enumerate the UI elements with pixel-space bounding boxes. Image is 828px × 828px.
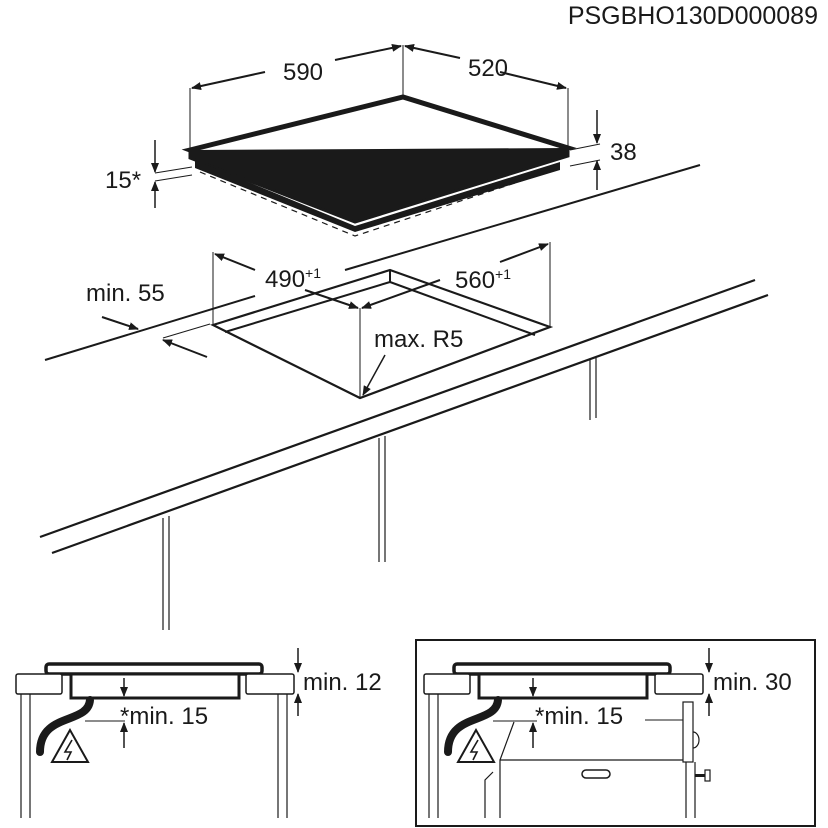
section-left-drawing [15,648,302,818]
corner-radius-label: max. R5 [374,326,463,353]
hob-drawing [151,43,601,237]
left-clearance-label: *min. 15 [120,703,208,730]
right-worktop-thickness-label: min. 30 [713,669,792,696]
right-clearance-label: *min. 15 [535,703,623,730]
electric-hazard-icon [50,727,90,763]
worktop-drawing [39,164,769,630]
left-worktop-thickness-label: min. 12 [303,669,382,696]
document-code: PSGBHO130D000089 [568,2,818,30]
cutout-width-label: 490+1 [265,265,321,293]
frame-height-label: 15* [105,167,141,194]
section-right-drawing [415,639,816,827]
hob-height-label: 38 [610,139,637,166]
cutout-depth-label: 560+1 [455,266,511,294]
hob-width-label: 590 [283,59,323,86]
edge-distance-label: min. 55 [86,280,165,307]
electric-hazard-icon [456,727,496,763]
hob-depth-label: 520 [468,55,508,82]
